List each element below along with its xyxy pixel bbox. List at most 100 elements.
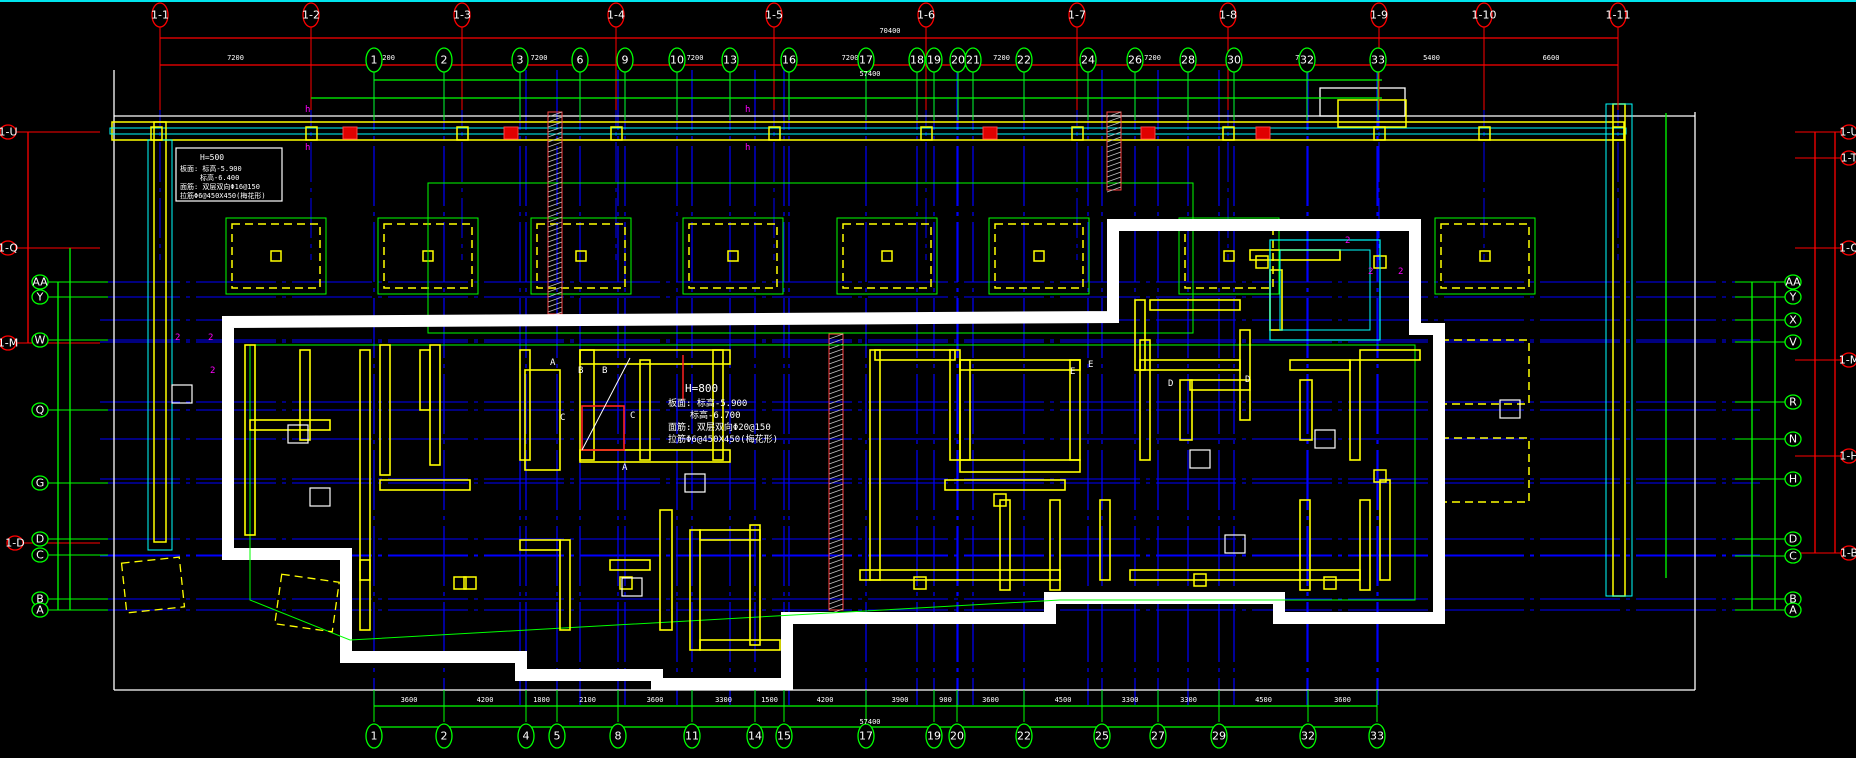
axis-bubble-circle: [1840, 448, 1856, 464]
top-green-axis: 32: [1298, 47, 1316, 73]
axis-bubble-circle: [1784, 431, 1802, 447]
hatch-line: [1106, 121, 1122, 128]
hatch-line: [547, 221, 563, 228]
axis-bubble-label: 1-U: [0, 126, 18, 139]
footing-pad: [231, 223, 321, 289]
top-green-axis: 13: [721, 47, 739, 73]
axis-bubble-circle: [31, 475, 49, 491]
axis-bubble-label: 32: [1300, 54, 1314, 67]
footing-pad: [842, 223, 932, 289]
bottom-green-axis: 4: [517, 723, 535, 749]
hatch-line: [828, 593, 844, 600]
axis-bubble-label: 18: [910, 54, 924, 67]
hatch-line: [1106, 186, 1122, 193]
left-green-axis: G: [31, 475, 49, 491]
axis-bubble-circle: [31, 289, 49, 305]
hatch-line: [828, 498, 844, 505]
hatch-line: [828, 433, 844, 440]
axis-bubble-label: 11: [685, 730, 699, 743]
axis-bubble-circle: [1784, 289, 1802, 305]
hatch-line: [828, 513, 844, 520]
hatch-line: [828, 358, 844, 365]
right-green-axis: H: [1784, 471, 1802, 487]
axis-bubble-circle: [925, 47, 943, 73]
bottom-green-axis: 8: [609, 723, 627, 749]
hatch-line: [828, 428, 844, 435]
axis-bubble-circle: [0, 240, 17, 256]
hatch-line: [547, 226, 563, 233]
axis-bubble-label: 17: [859, 54, 873, 67]
hatch-line: [547, 306, 563, 313]
hatch-line: [547, 111, 563, 118]
axis-bubble-label: 1: [371, 730, 378, 743]
axis-bubble-label: 28: [1181, 54, 1195, 67]
wall: [419, 349, 431, 411]
left-green-axis: A: [31, 602, 49, 618]
hatch-line: [828, 363, 844, 370]
top-green-axis: 2: [435, 47, 453, 73]
axis-bubble-label: 30: [1227, 54, 1241, 67]
hatch-line: [547, 196, 563, 203]
right-green-axis: A: [1784, 602, 1802, 618]
hatch-line: [828, 378, 844, 385]
axis-bubble-label: B: [1789, 593, 1797, 606]
hatch-line: [547, 176, 563, 183]
wall: [579, 349, 595, 461]
bottom-green-axis: 14: [746, 723, 764, 749]
bottom-green-axis: 29: [1210, 723, 1228, 749]
axis-bubble-circle: [857, 47, 875, 73]
axis-bubble-circle: [0, 335, 17, 351]
dim-label: 3300: [1122, 696, 1139, 704]
axis-bubble-label: 17: [859, 730, 873, 743]
dim-label: 7200: [993, 54, 1010, 62]
right-green-axis: C: [1784, 548, 1802, 564]
axis-bubble-circle: [1784, 274, 1802, 290]
axis-bubble-circle: [0, 124, 17, 140]
note-b-l3: 面筋: 双层双向Φ20@150: [668, 421, 771, 433]
axis-bubble-circle: [746, 723, 764, 749]
hatch-line: [828, 573, 844, 580]
hatch-line: [828, 533, 844, 540]
footing-column: [1223, 250, 1235, 262]
axis-bubble-label: AA: [32, 276, 48, 289]
axis-bubble-label: 2: [441, 54, 448, 67]
axis-bubble-circle: [1784, 334, 1802, 350]
dim-label: 7200: [687, 54, 704, 62]
hatch-line: [828, 418, 844, 425]
axis-bubble-label: 2: [441, 730, 448, 743]
axis-bubble-label: 1: [371, 54, 378, 67]
hatch-line: [1106, 156, 1122, 163]
note-a-l3: 面筋: 双层双向Φ16@150: [180, 182, 260, 191]
wall: [1179, 379, 1193, 441]
axis-bubble-circle: [780, 47, 798, 73]
axis-bubble-label: 1-9: [1370, 9, 1388, 22]
axis-bubble-label: 22: [1017, 54, 1031, 67]
hatch-line: [828, 413, 844, 420]
axis-bubble-label: 1-4: [607, 9, 625, 22]
axis-bubble-circle: [1079, 47, 1097, 73]
red-column: [982, 126, 998, 140]
pit-symbol: [1224, 534, 1246, 554]
hatched-column: [547, 111, 563, 315]
column: [305, 126, 318, 141]
axis-bubble-label: 1-2: [302, 9, 320, 22]
axis-bubble-circle: [1784, 531, 1802, 547]
wall: [1139, 359, 1241, 371]
hatch-line: [828, 368, 844, 375]
hatch-line: [1106, 111, 1122, 118]
hatch-line: [547, 256, 563, 263]
hatch-line: [547, 246, 563, 253]
bottom-green-axis: 32: [1299, 723, 1317, 749]
hatch-line: [547, 146, 563, 153]
axis-bubble-label: 25: [1095, 730, 1109, 743]
bottom-green-axis: 25: [1093, 723, 1111, 749]
room-tag: D: [1168, 379, 1173, 389]
wall: [1299, 499, 1311, 591]
hatch-line: [547, 156, 563, 163]
top-red-axis: 1-3: [453, 2, 471, 28]
axis-bubble-label: N: [1789, 433, 1797, 446]
hatch-line: [547, 271, 563, 278]
axis-bubble-label: 26: [1128, 54, 1142, 67]
hatch-line: [828, 338, 844, 345]
